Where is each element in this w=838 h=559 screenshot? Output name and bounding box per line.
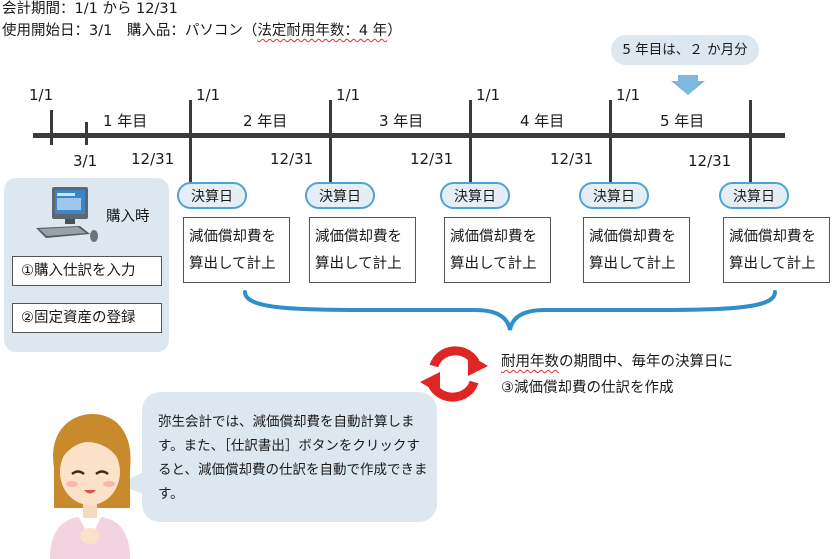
depreciation-line1: 減価償却費を — [189, 229, 276, 245]
speech-bubble-tail — [118, 470, 148, 496]
depreciation-line2: 算出して計上 — [189, 256, 276, 272]
date-year1-end: 12/31 — [131, 150, 175, 168]
speech-bubble — [142, 392, 437, 522]
date-year2-end: 12/31 — [270, 150, 314, 168]
date-year2-start: 1/1 — [196, 86, 221, 104]
cycle-text-line1-rest: の期間中、毎年の決算日に — [559, 354, 733, 370]
brace-icon — [243, 290, 777, 331]
depreciation-line2: 算出して計上 — [450, 256, 537, 272]
cycle-text-line2: ③減価償却費の仕訳を作成 — [501, 380, 674, 396]
legal-useful-life: 法定耐用年数：4 年 — [257, 23, 388, 39]
depreciation-box-2: 減価償却費を 算出して計上 — [309, 217, 416, 283]
year-label-5: 5 年目 — [660, 112, 705, 130]
tick-year1-end — [189, 100, 192, 182]
date-year3-start: 1/1 — [336, 86, 361, 104]
depreciation-box-5: 減価償却費を 算出して計上 — [723, 217, 830, 283]
date-year5-end: 12/31 — [688, 152, 732, 170]
person-illustration — [50, 414, 131, 559]
settlement-day-1: 決算日 — [177, 182, 247, 209]
tick-year4-end — [609, 100, 612, 182]
cycle-arrows-icon — [420, 346, 488, 402]
depreciation-line2: 算出して計上 — [589, 256, 676, 272]
year-label-1: 1 年目 — [103, 112, 148, 130]
computer-icon — [36, 187, 98, 242]
year-label-4: 4 年目 — [520, 112, 565, 130]
depreciation-line2: 算出して計上 — [315, 256, 402, 272]
depreciation-line1: 減価償却費を — [729, 229, 816, 245]
purchase-step-2: ②固定資産の登録 — [12, 303, 162, 333]
settlement-day-2: 決算日 — [305, 182, 375, 209]
down-arrow-icon — [671, 75, 705, 95]
settlement-day-4: 決算日 — [579, 182, 649, 209]
accounting-period-text: 会計期間：1/1 から 12/31 — [2, 1, 178, 17]
depreciation-box-4: 減価償却費を 算出して計上 — [583, 217, 690, 283]
depreciation-box-3: 減価償却費を 算出して計上 — [444, 217, 551, 283]
year-label-2: 2 年目 — [243, 112, 288, 130]
tick-year2-end — [329, 100, 332, 182]
depreciation-box-1: 減価償却費を 算出して計上 — [183, 217, 290, 283]
depreciation-line1: 減価償却費を — [315, 229, 402, 245]
date-year4-end: 12/31 — [550, 150, 594, 168]
date-year4-start: 1/1 — [476, 86, 501, 104]
usage-start-text: 使用開始日：3/1 購入品：パソコン（法定耐用年数：4 年） — [2, 22, 402, 40]
depreciation-line1: 減価償却費を — [589, 229, 676, 245]
tick-year5-end — [749, 100, 752, 182]
date-year3-end: 12/31 — [410, 150, 454, 168]
speech-text: 弥生会計では、減価償却費を自動計算します。また、［仕訳書出］ボタンをクリックする… — [158, 414, 428, 502]
date-start: 1/1 — [29, 86, 54, 104]
cycle-text-line1: 耐用年数の期間中、毎年の決算日に — [501, 350, 733, 371]
purchase-title: 購入時 — [106, 209, 150, 225]
tick-start — [50, 110, 53, 145]
depreciation-line2: 算出して計上 — [729, 256, 816, 272]
settlement-day-5: 決算日 — [719, 182, 789, 209]
date-year5-start: 1/1 — [616, 86, 641, 104]
useful-life-term: 耐用年数 — [501, 354, 559, 370]
settlement-day-3: 決算日 — [440, 182, 510, 209]
usage-start-prefix: 使用開始日：3/1 購入品：パソコン（ — [2, 23, 258, 39]
date-purchase: 3/1 — [73, 152, 98, 170]
tick-year3-end — [469, 100, 472, 182]
purchase-step-1: ①購入仕訳を入力 — [12, 256, 162, 286]
usage-start-suffix: ） — [387, 23, 402, 39]
timeline-axis — [33, 133, 785, 138]
year-label-3: 3 年目 — [379, 112, 424, 130]
fifth-year-note: 5 年目は、２ か月分 — [611, 35, 759, 65]
depreciation-line1: 減価償却費を — [450, 229, 537, 245]
tick-purchase — [85, 122, 88, 145]
